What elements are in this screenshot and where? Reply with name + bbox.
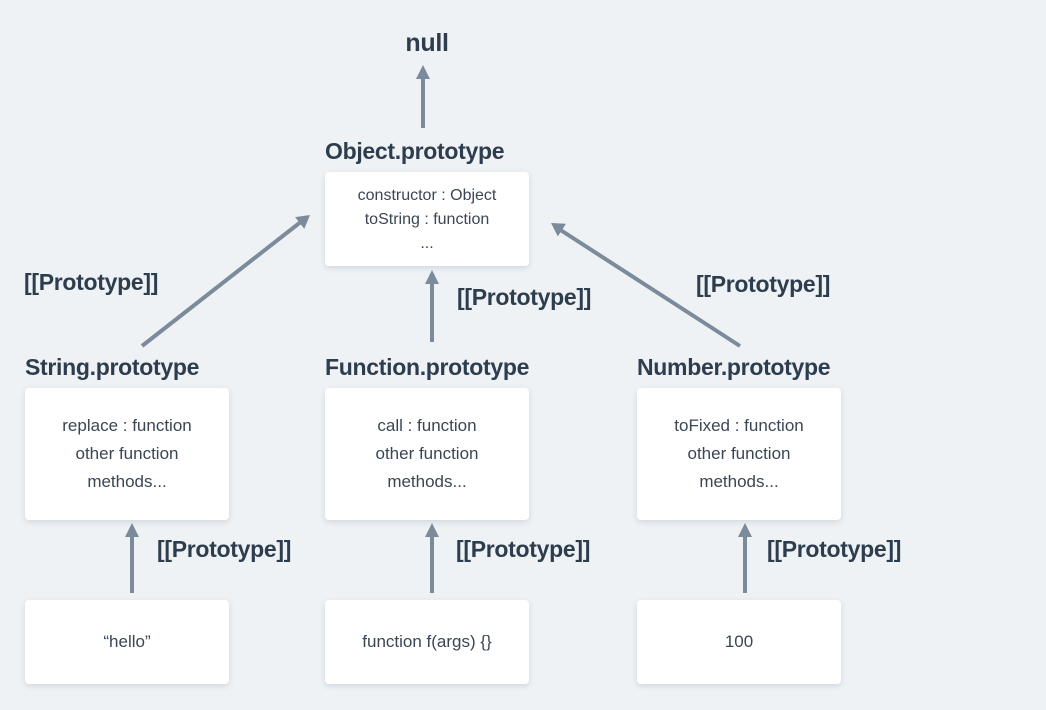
arrow-hello-to-string-icon [125,523,139,593]
function-instance-box: function f(args) {} [325,600,529,684]
member-line: call : function [377,416,477,435]
node-object-prototype: Object.prototype constructor : Object to… [325,139,529,266]
member-line: other function [375,444,479,463]
number-prototype-title: Number.prototype [637,354,831,380]
member-line: constructor : Object [357,187,497,204]
number-prototype-box: toFixed : function other function method… [637,388,841,520]
number-instance-box: 100 [637,600,841,684]
member-line: methods... [387,472,467,491]
node-number-prototype: Number.prototype toFixed : function othe… [637,355,841,520]
arrow-f-to-function-icon [425,523,439,593]
string-instance-value: “hello” [103,632,151,651]
prototype-edge-label: [[Prototype]] [24,269,159,295]
arrow-object-to-null-icon [416,65,430,128]
member-line: methods... [699,472,779,491]
string-prototype-title: String.prototype [25,354,200,380]
function-instance-value: function f(args) {} [362,632,492,651]
node-string-prototype: String.prototype replace : function othe… [25,355,229,520]
object-prototype-box: constructor : Object toString : function… [325,172,529,266]
member-line: toFixed : function [674,416,804,435]
node-function-prototype: Function.prototype call : function other… [325,355,529,520]
string-instance-box: “hello” [25,600,229,684]
prototype-edge-label: [[Prototype]] [767,536,902,562]
null-node-label: null [405,29,449,57]
object-prototype-title: Object.prototype [325,138,505,164]
member-line: ... [420,235,434,252]
function-prototype-title: Function.prototype [325,354,530,380]
function-prototype-box: call : function other function methods..… [325,388,529,520]
arrow-string-to-object-icon [140,215,310,348]
member-line: methods... [87,472,167,491]
arrow-function-to-object-icon [425,270,439,342]
member-line: toString : function [364,211,490,228]
prototype-edge-label: [[Prototype]] [157,536,292,562]
prototype-edge-label: [[Prototype]] [696,271,831,297]
member-line: other function [687,444,791,463]
member-line: other function [75,444,179,463]
arrow-100-to-number-icon [738,523,752,593]
number-instance-value: 100 [724,632,754,651]
string-prototype-box: replace : function other function method… [25,388,229,520]
member-line: replace : function [62,416,192,435]
prototype-edge-label: [[Prototype]] [457,284,592,310]
prototype-edge-label: [[Prototype]] [456,536,591,562]
